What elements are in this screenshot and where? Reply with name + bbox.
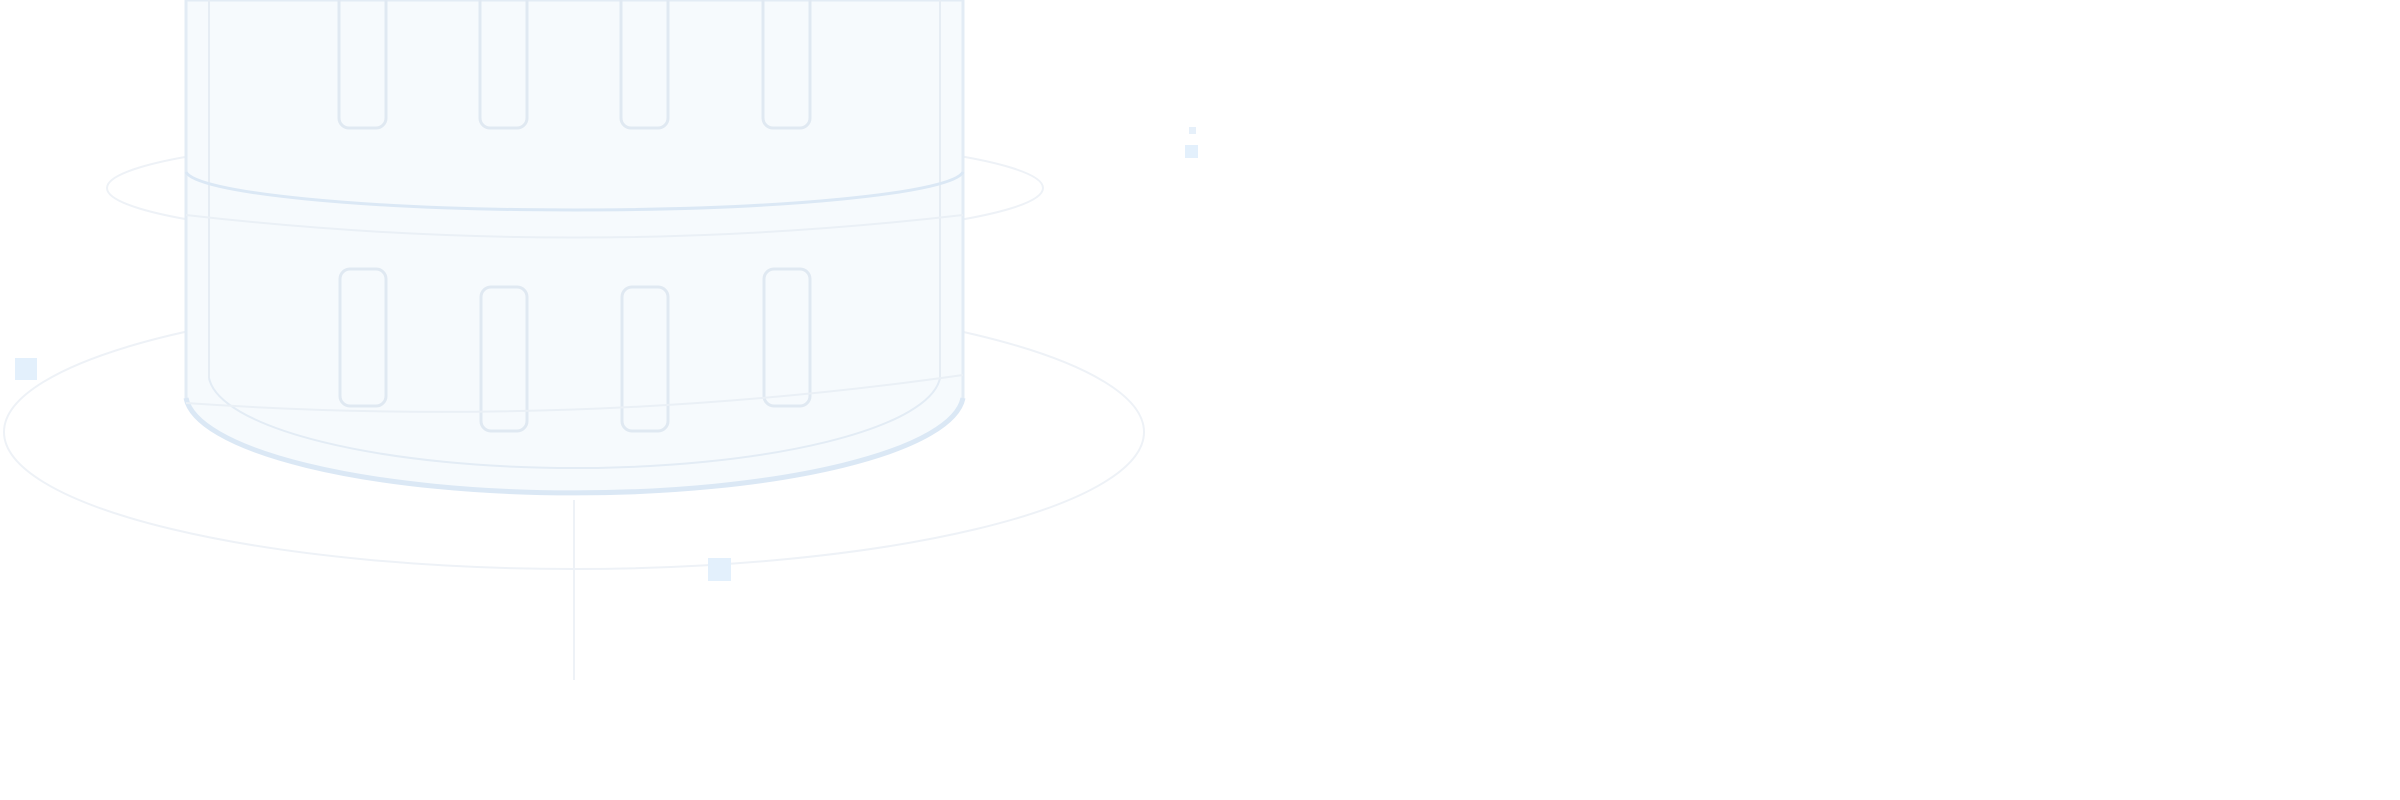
lower-slot-3 bbox=[620, 285, 670, 433]
cylinder-body bbox=[184, 0, 965, 495]
accent-dot-right bbox=[1189, 127, 1196, 134]
lower-slot-2 bbox=[479, 285, 529, 433]
accent-square-right bbox=[1185, 145, 1198, 158]
accent-square-left bbox=[15, 358, 37, 380]
inner-bottom-arc bbox=[208, 377, 941, 470]
upper-tier-slots bbox=[337, 0, 812, 130]
upper-slot-2 bbox=[478, 0, 529, 130]
upper-slot-1 bbox=[337, 0, 388, 130]
accent-square-bottom bbox=[708, 558, 731, 581]
middle-orbit-front bbox=[185, 214, 964, 239]
large-orbit-front bbox=[185, 374, 964, 413]
upper-slot-3 bbox=[619, 0, 670, 130]
lower-tier-slots bbox=[338, 267, 812, 433]
cylinder-bottom-rim bbox=[183, 397, 966, 496]
upper-slot-4 bbox=[761, 0, 812, 130]
tier-separator-disk bbox=[184, 171, 965, 212]
lower-slot-1 bbox=[338, 267, 388, 408]
lower-slot-4 bbox=[762, 267, 812, 408]
